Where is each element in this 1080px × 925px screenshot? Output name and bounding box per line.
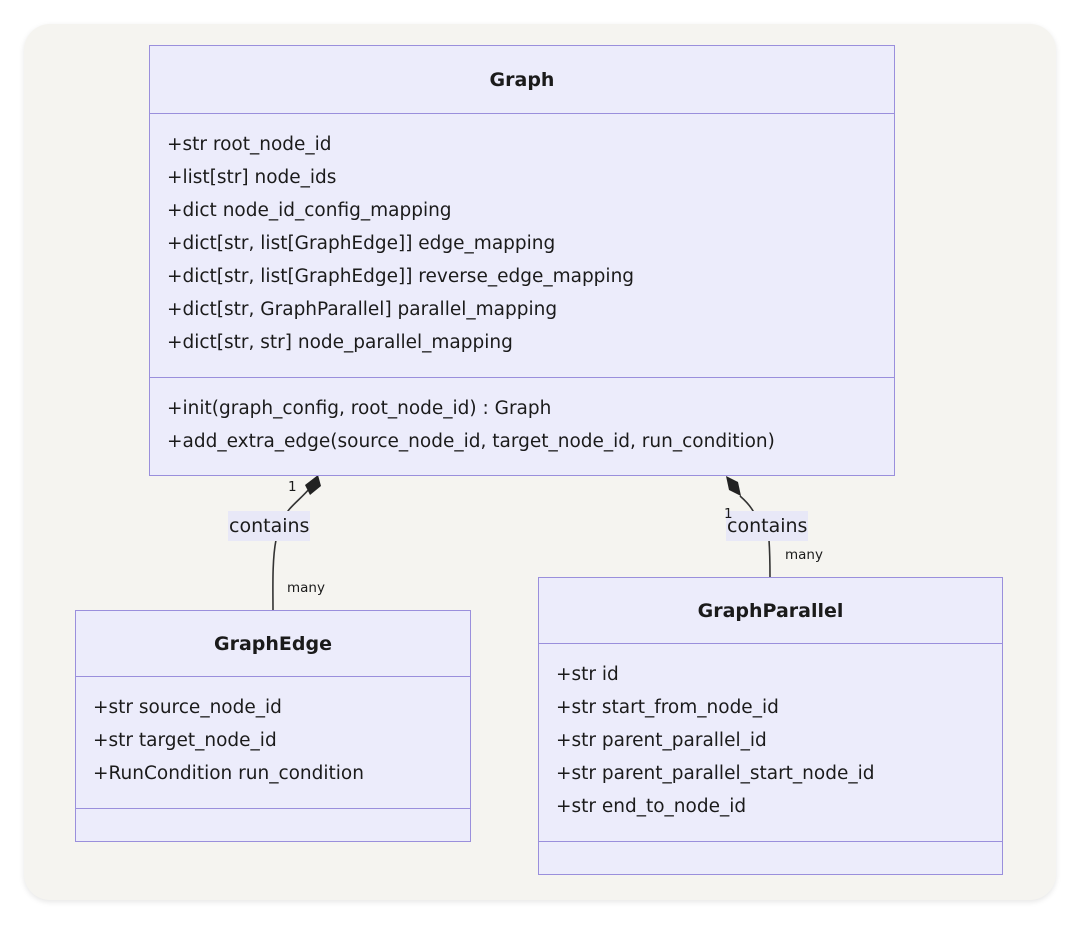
composition-diamond-graphparallel xyxy=(726,476,741,496)
attribute: +str parent_parallel_start_node_id xyxy=(556,763,875,784)
class-graphparallel-methods xyxy=(539,842,1002,862)
class-graphparallel-attributes: +str id +str start_from_node_id +str par… xyxy=(539,644,1002,842)
class-graphedge-methods xyxy=(76,809,470,829)
attribute: +list[str] node_ids xyxy=(167,167,337,188)
relation-line-graph-graphparallel-lower xyxy=(768,539,771,578)
attribute: +str source_node_id xyxy=(93,697,282,718)
relation-label-graphedge: contains xyxy=(228,511,311,541)
attribute: +dict[str, list[GraphEdge]] edge_mapping xyxy=(167,233,556,254)
multiplicity-source-graphedge: 1 xyxy=(288,479,297,495)
method: +add_extra_edge(source_node_id, target_n… xyxy=(167,431,775,452)
attribute: +str id xyxy=(556,664,619,685)
attribute: +str end_to_node_id xyxy=(556,796,747,817)
attribute: +str target_node_id xyxy=(93,730,277,751)
attribute: +dict node_id_config_mapping xyxy=(167,200,452,221)
multiplicity-target-graphedge: many xyxy=(287,580,325,596)
class-graphparallel[interactable]: GraphParallel +str id +str start_from_no… xyxy=(538,577,1003,875)
attribute: +dict[str, list[GraphEdge]] reverse_edge… xyxy=(167,266,635,287)
multiplicity-source-graphparallel: 1 xyxy=(724,506,733,522)
relation-label-graphparallel: contains xyxy=(726,511,809,541)
attribute: +dict[str, str] node_parallel_mapping xyxy=(167,332,513,353)
class-graph-name: Graph xyxy=(150,46,894,114)
multiplicity-target-graphparallel: many xyxy=(785,547,823,563)
attribute: +str parent_parallel_id xyxy=(556,730,767,751)
attribute: +RunCondition run_condition xyxy=(93,763,364,784)
class-graph[interactable]: Graph +str root_node_id +list[str] node_… xyxy=(149,45,895,476)
relation-line-graph-graphedge-lower xyxy=(272,539,277,611)
composition-diamond-graphedge xyxy=(305,475,321,495)
class-graphedge[interactable]: GraphEdge +str source_node_id +str targe… xyxy=(75,610,471,842)
attribute: +dict[str, GraphParallel] parallel_mappi… xyxy=(167,299,558,320)
method: +init(graph_config, root_node_id) : Grap… xyxy=(167,398,552,419)
attribute: +str start_from_node_id xyxy=(556,697,779,718)
class-graphedge-name: GraphEdge xyxy=(76,611,470,677)
class-graph-attributes: +str root_node_id +list[str] node_ids +d… xyxy=(150,114,894,378)
class-graphedge-attributes: +str source_node_id +str target_node_id … xyxy=(76,677,470,809)
class-graph-methods: +init(graph_config, root_node_id) : Grap… xyxy=(150,378,894,464)
attribute: +str root_node_id xyxy=(167,134,332,155)
class-graphparallel-name: GraphParallel xyxy=(539,578,1002,644)
